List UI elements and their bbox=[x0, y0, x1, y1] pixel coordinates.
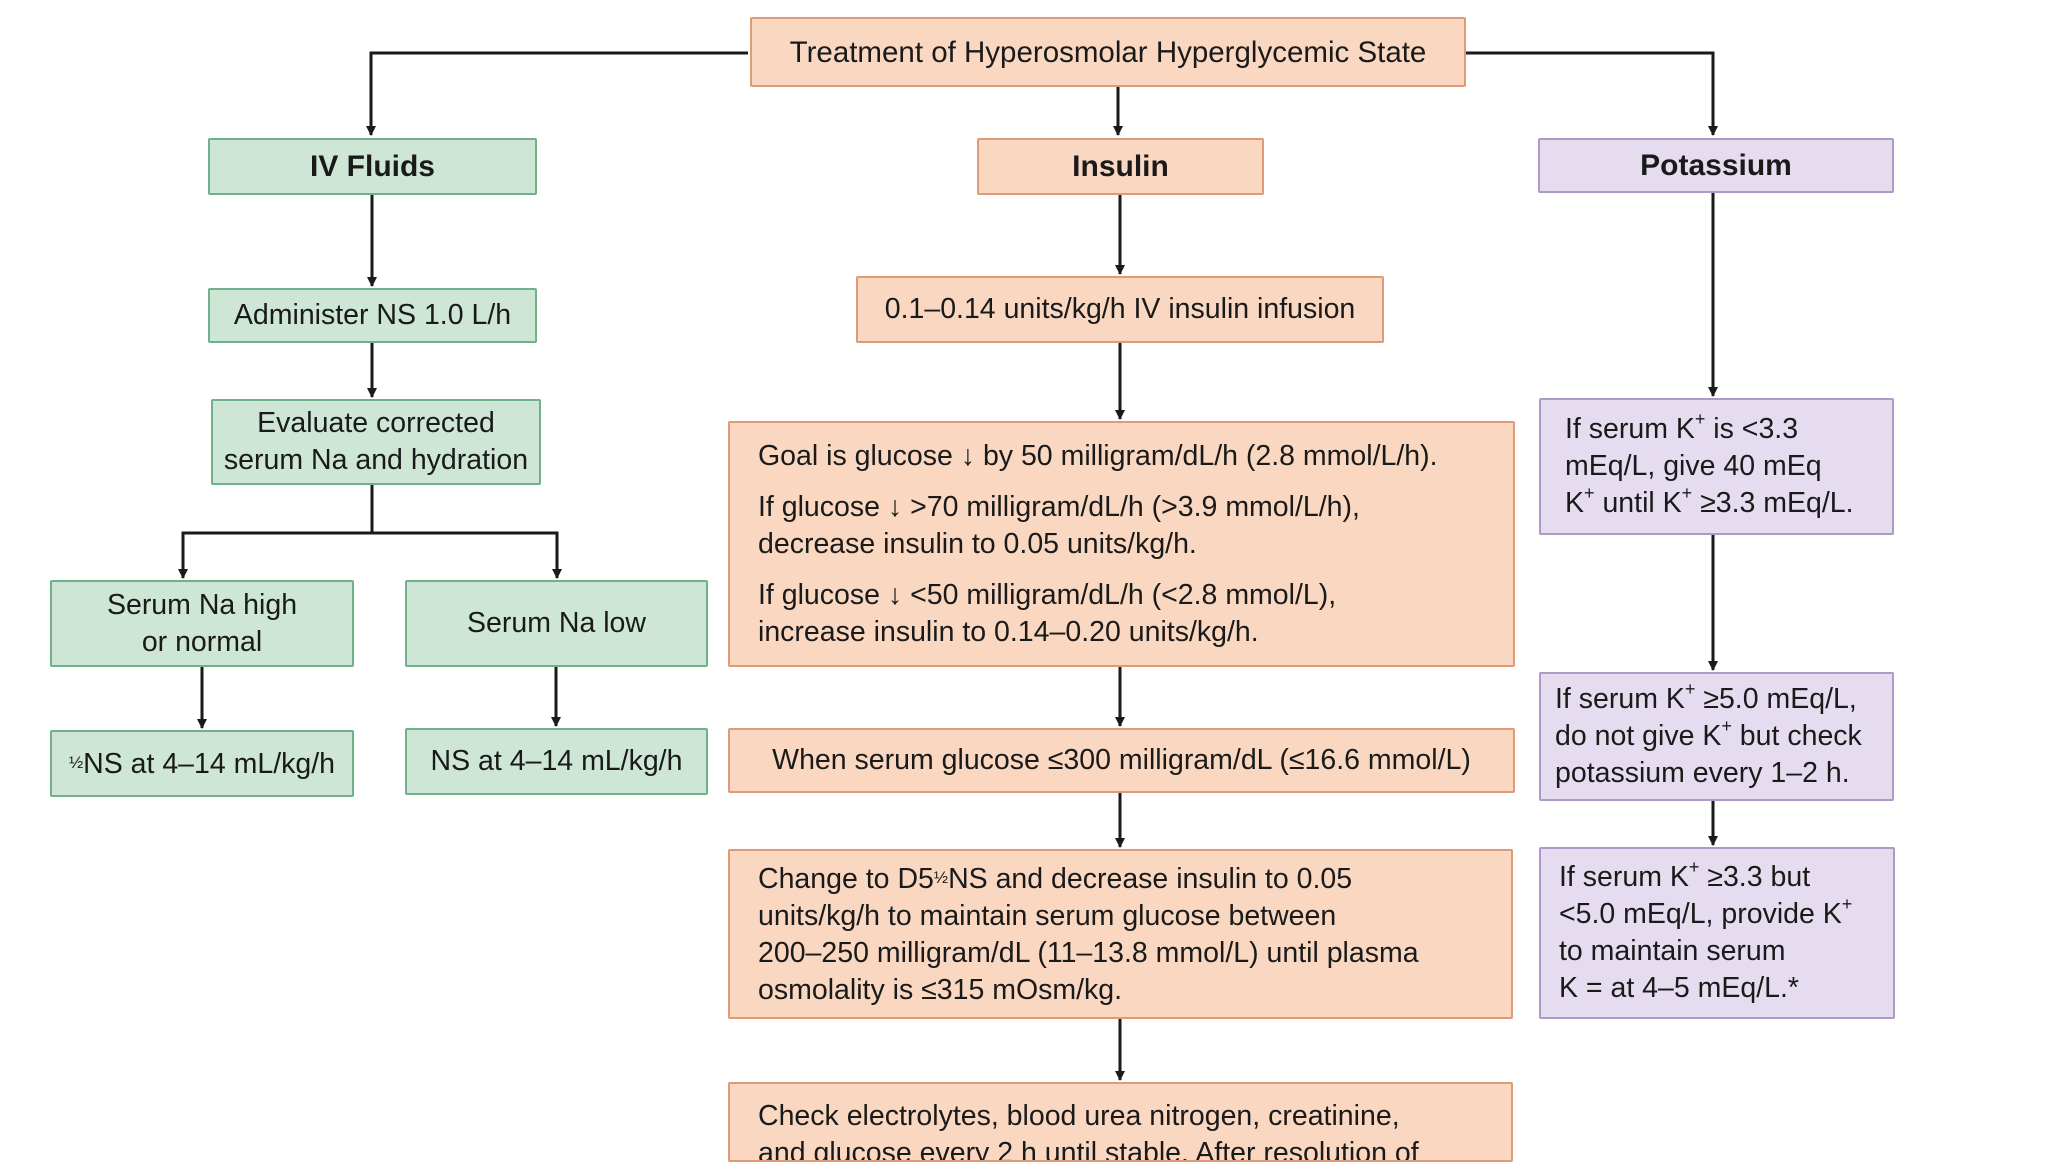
pk-low-a: If serum K bbox=[1565, 413, 1695, 445]
change-half-symbol: ½ bbox=[933, 868, 949, 887]
goal-line-3: If glucose ↓ <50 milligram/dL/h (<2.8 mm… bbox=[758, 578, 1337, 648]
ns-rate-text: NS at 4–14 mL/kg/h bbox=[430, 745, 683, 777]
plus-sup: + bbox=[1688, 857, 1700, 877]
goal-line-1: Goal is glucose ↓ by 50 milligram/dL/h (… bbox=[758, 439, 1438, 472]
change-d5-text: Change to D5½NS and decrease insulin to … bbox=[758, 859, 1483, 1009]
half-ns-text: ½NS at 4–14 mL/kg/h bbox=[69, 744, 335, 783]
plus-sup: + bbox=[1721, 716, 1732, 736]
potassium-low-text: If serum K+ is <3.3 mEq/L, give 40 mEq K… bbox=[1565, 409, 1868, 522]
pk-low-b: is <3.3 mEq/L, give 40 mEq K bbox=[1565, 413, 1822, 519]
half-ns-box: ½NS at 4–14 mL/kg/h bbox=[50, 730, 354, 797]
potassium-low-box: If serum K+ is <3.3 mEq/L, give 40 mEq K… bbox=[1539, 398, 1894, 535]
insulin-infusion-box: 0.1–0.14 units/kg/h IV insulin infusion bbox=[856, 276, 1384, 343]
potassium-header: Potassium bbox=[1538, 138, 1894, 193]
fluids-header-label: IV Fluids bbox=[309, 150, 435, 183]
arrow-evaluate-split bbox=[178, 485, 374, 579]
plus-sup: + bbox=[1694, 409, 1706, 429]
na-low-text: Serum Na low bbox=[467, 607, 646, 639]
evaluate-na-box: Evaluate corrected serum Na and hydratio… bbox=[211, 399, 541, 485]
fluids-header: IV Fluids bbox=[208, 138, 537, 195]
change-prefix: Change to D5 bbox=[758, 863, 934, 895]
potassium-high-box: If serum K+ ≥5.0 mEq/L, do not give K+ b… bbox=[1539, 672, 1894, 801]
pk-high-a: If serum K bbox=[1555, 683, 1685, 715]
plus-sup: + bbox=[1584, 483, 1595, 503]
administer-ns-box: Administer NS 1.0 L/h bbox=[208, 288, 537, 343]
potassium-mid-box: If serum K+ ≥3.3 but <5.0 mEq/L, provide… bbox=[1539, 847, 1895, 1019]
change-rest: NS and decrease insulin to 0.05 units/kg… bbox=[758, 863, 1419, 1006]
pk-mid-c: to maintain serum K = at 4–5 mEq/L.* bbox=[1559, 935, 1800, 1004]
check-electrolytes-text: Check electrolytes, blood urea nitrogen,… bbox=[758, 1100, 1419, 1162]
ns-box: NS at 4–14 mL/kg/h bbox=[405, 728, 708, 795]
insulin-header-label: Insulin bbox=[1072, 150, 1169, 183]
administer-ns-text: Administer NS 1.0 L/h bbox=[233, 299, 512, 331]
insulin-infusion-text: 0.1–0.14 units/kg/h IV insulin infusion bbox=[884, 293, 1356, 325]
title-box: Treatment of Hyperosmolar Hyperglycemic … bbox=[750, 17, 1466, 87]
pk-low-d: ≥3.3 mEq/L. bbox=[1692, 487, 1854, 519]
half-symbol: ½ bbox=[68, 753, 84, 772]
half-ns-rate: NS at 4–14 mL/kg/h bbox=[83, 748, 336, 780]
evaluate-na-text: Evaluate corrected serum Na and hydratio… bbox=[223, 407, 529, 476]
pk-high-b: ≥5.0 mEq/L, do not give K bbox=[1555, 683, 1857, 752]
na-low-box: Serum Na low bbox=[405, 580, 708, 667]
potassium-high-text: If serum K+ ≥5.0 mEq/L, do not give K+ b… bbox=[1555, 679, 1878, 792]
pk-low-c: until K bbox=[1594, 487, 1682, 519]
plus-sup: + bbox=[1684, 679, 1696, 699]
when-glucose-box: When serum glucose ≤300 milligram/dL (≤1… bbox=[728, 728, 1515, 793]
potassium-mid-text: If serum K+ ≥3.3 but <5.0 mEq/L, provide… bbox=[1559, 857, 1875, 1007]
when-glucose-text: When serum glucose ≤300 milligram/dL (≤1… bbox=[772, 744, 1471, 776]
pk-mid-a: If serum K bbox=[1559, 861, 1689, 893]
na-high-box: Serum Na high or normal bbox=[50, 580, 354, 667]
check-electrolytes-box: Check electrolytes, blood urea nitrogen,… bbox=[728, 1082, 1513, 1162]
pk-high-c: but check potassium every 1–2 h. bbox=[1555, 720, 1862, 789]
page-title: Treatment of Hyperosmolar Hyperglycemic … bbox=[789, 35, 1427, 69]
arrow-evaluate-to-na-low bbox=[372, 531, 562, 579]
arrow-title-to-potassium bbox=[1466, 51, 1718, 136]
plus-sup: + bbox=[1681, 483, 1693, 503]
potassium-header-label: Potassium bbox=[1640, 149, 1792, 182]
change-d5-box: Change to D5½NS and decrease insulin to … bbox=[728, 849, 1513, 1019]
plus-sup: + bbox=[1841, 894, 1853, 914]
glucose-goal-box: Goal is glucose ↓ by 50 milligram/dL/h (… bbox=[728, 421, 1515, 667]
na-high-text: Serum Na high or normal bbox=[106, 588, 298, 658]
arrow-title-to-fluids bbox=[366, 51, 748, 136]
insulin-header: Insulin bbox=[977, 138, 1264, 195]
goal-line-2: If glucose ↓ >70 milligram/dL/h (>3.9 mm… bbox=[758, 490, 1360, 560]
pk-mid-b: ≥3.3 but <5.0 mEq/L, provide K bbox=[1559, 861, 1842, 930]
